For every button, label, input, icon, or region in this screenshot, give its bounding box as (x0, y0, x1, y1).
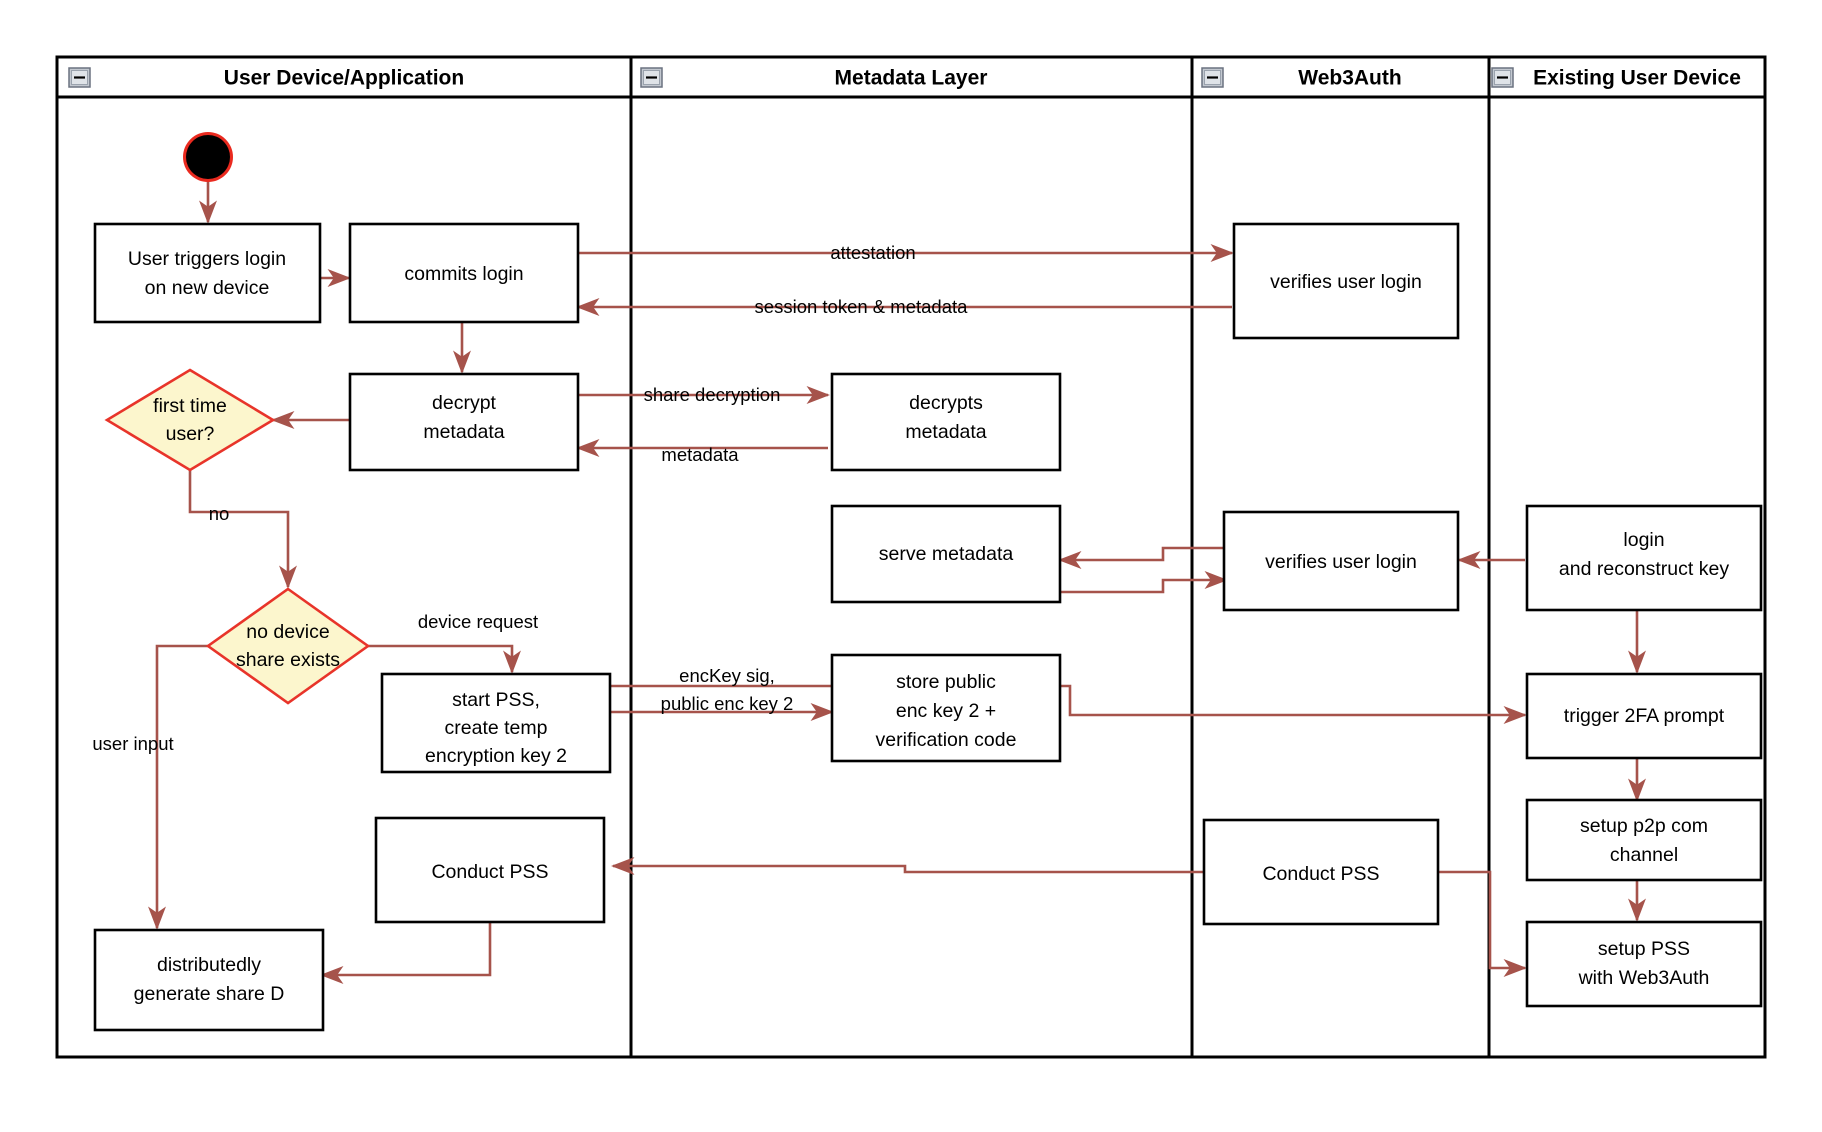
node-distributedly-generate-share-d[interactable]: distributedly generate share D (93, 928, 325, 1032)
node-setup-p2p-com-channel[interactable]: setup p2p com channel (1525, 798, 1763, 882)
minus-icon[interactable] (1491, 67, 1514, 88)
node-label: trigger 2FA prompt (1564, 705, 1725, 727)
node-label: encryption key 2 (425, 745, 567, 767)
node-label: User triggers login (128, 248, 286, 270)
node-label: commits login (404, 263, 523, 285)
node-start-pss[interactable]: start PSS, create temp encryption key 2 (380, 672, 612, 774)
edge-conductpss-web3auth-to-user (611, 857, 1204, 875)
node-label: setup p2p com (1580, 815, 1708, 837)
edge-label-share-decryption: share decryption (644, 384, 781, 405)
node-label: verifies user login (1265, 551, 1417, 573)
node-label: metadata (423, 421, 504, 443)
lane-header-user-device: User Device/Application (68, 67, 464, 90)
node-label: start PSS, (452, 689, 540, 711)
node-label: first time (153, 395, 227, 417)
node-store-public-enc-key[interactable]: store public enc key 2 + verification co… (830, 653, 1062, 763)
minus-icon[interactable] (1201, 67, 1224, 88)
lane-header-web3auth: Web3Auth (1201, 67, 1402, 90)
edge-label-no: no (209, 503, 230, 524)
node-label: no device (246, 621, 329, 643)
node-label: decrypt (432, 392, 497, 414)
edge-label-user-input: user input (92, 733, 173, 754)
lane-title-metadata: Metadata Layer (835, 67, 988, 90)
node-label: user? (166, 423, 215, 445)
node-label: verifies user login (1270, 271, 1422, 293)
lane-header-existing-device: Existing User Device (1491, 67, 1741, 90)
edge-user-input (148, 644, 208, 930)
node-login-and-reconstruct-key[interactable]: login and reconstruct key (1525, 504, 1763, 612)
node-label: enc key 2 + (896, 700, 996, 722)
node-label: distributedly (157, 954, 261, 976)
node-conduct-pss-user[interactable]: Conduct PSS (374, 816, 606, 924)
node-user-triggers-login[interactable]: User triggers login on new device (93, 222, 322, 324)
lane-title-web3auth: Web3Auth (1298, 67, 1401, 90)
node-label: share exists (236, 649, 340, 671)
node-setup-pss-with-web3auth[interactable]: setup PSS with Web3Auth (1525, 920, 1763, 1008)
edge-label-session-token: session token & metadata (755, 296, 969, 317)
node-label: channel (1610, 844, 1678, 866)
lane-header-metadata: Metadata Layer (640, 67, 988, 90)
node-label: serve metadata (879, 543, 1014, 565)
edge-label-enckey-line1: encKey sig, (679, 665, 775, 686)
edge-labels: attestation session token & metadata sha… (92, 242, 968, 754)
node-no-device-share-exists-decision[interactable]: no device share exists (205, 587, 371, 705)
node-label: store public (896, 671, 996, 693)
node-label: generate share D (134, 983, 285, 1005)
node-trigger-2fa-prompt[interactable]: trigger 2FA prompt (1525, 672, 1763, 760)
node-label: decrypts (909, 392, 983, 414)
node-label: Conduct PSS (1262, 863, 1379, 885)
node-label: metadata (905, 421, 986, 443)
edge-verify2-to-serve (1058, 546, 1226, 569)
edge-label-enckey-line2: public enc key 2 (661, 693, 794, 714)
node-decrypt-metadata[interactable]: decrypt metadata (348, 372, 580, 472)
edge-label-metadata: metadata (661, 444, 739, 465)
node-first-time-user-decision[interactable]: first time user? (104, 368, 276, 472)
edge-label-attestation: attestation (830, 242, 915, 263)
edge-setuppss-to-conductpss (1439, 870, 1527, 977)
node-label: Conduct PSS (431, 861, 548, 883)
node-label: with Web3Auth (1578, 967, 1710, 989)
node-conduct-pss-web3auth[interactable]: Conduct PSS (1202, 818, 1440, 926)
edge-no (188, 470, 297, 589)
minus-icon[interactable] (640, 67, 663, 88)
start-node (183, 132, 233, 182)
node-label: verification code (876, 729, 1017, 751)
node-label: and reconstruct key (1559, 558, 1729, 580)
lane-title-user-device: User Device/Application (224, 67, 464, 90)
lane-title-existing-device: Existing User Device (1533, 67, 1741, 90)
node-label: login (1623, 529, 1664, 551)
edge-serve-to-verify2 (1060, 571, 1228, 594)
node-label: on new device (145, 277, 270, 299)
node-label: create temp (445, 717, 548, 739)
edge-label-device-request: device request (418, 611, 538, 632)
node-verifies-user-login-2[interactable]: verifies user login (1222, 510, 1460, 612)
node-serve-metadata[interactable]: serve metadata (830, 504, 1062, 604)
edge-device-request (368, 644, 521, 674)
node-commits-login[interactable]: commits login (348, 222, 580, 324)
minus-icon[interactable] (68, 67, 91, 88)
node-decrypts-metadata[interactable]: decrypts metadata (830, 372, 1062, 472)
node-label: setup PSS (1598, 938, 1690, 960)
edge-conductpss-user-to-share-d (320, 922, 492, 984)
node-verifies-user-login-1[interactable]: verifies user login (1232, 222, 1460, 340)
